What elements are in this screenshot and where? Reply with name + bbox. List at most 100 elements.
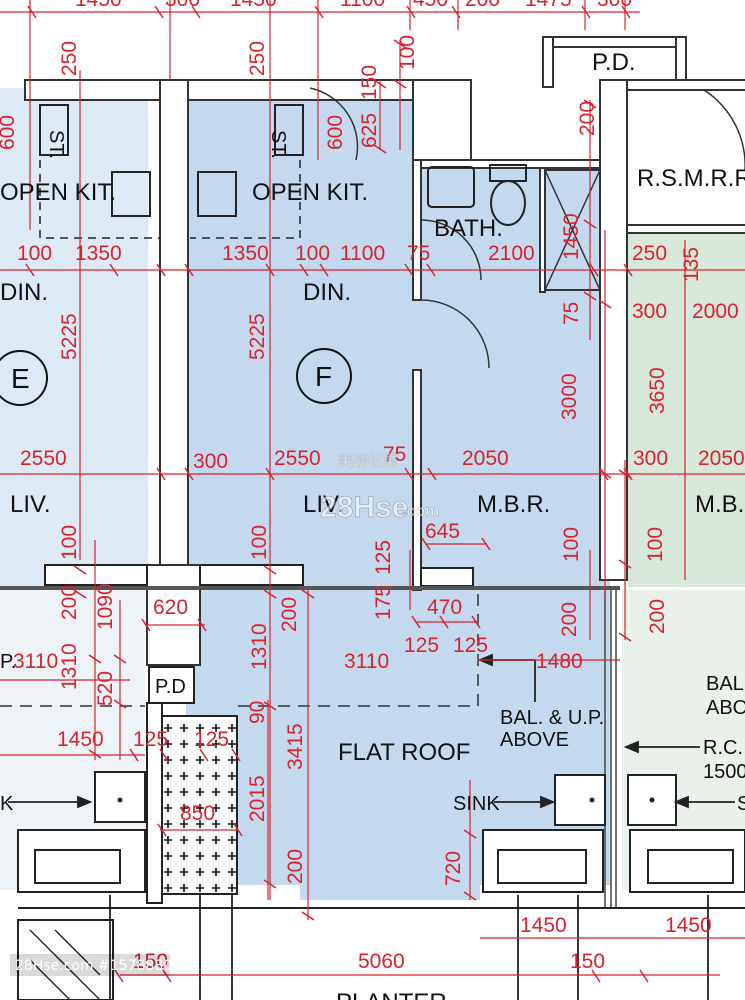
shower-box <box>544 169 601 291</box>
dim-h-250: 250 <box>632 242 667 265</box>
dim-h-620: 620 <box>153 596 188 619</box>
room-label-st-center: ST. <box>267 130 289 159</box>
dim-h-150-b: 150 <box>570 950 605 973</box>
dim-v-200-a: 200 <box>58 585 81 620</box>
room-label-din-left: DIN. <box>0 279 48 306</box>
center-slab-line <box>0 586 620 590</box>
room-label-bal-up-2: ABOVE <box>500 729 569 751</box>
dim-v-3415: 3415 <box>284 723 307 770</box>
unit-marker-e: E <box>11 363 30 394</box>
dim-v-125: 125 <box>372 540 395 575</box>
dim-h-1450-l: 1450 <box>57 728 104 751</box>
dim-v-5225-a: 5225 <box>58 313 81 360</box>
dim-h-2050-a: 2050 <box>462 447 509 470</box>
dim-h-2050-b: 2050 <box>698 447 745 470</box>
dim-h-125-c: 125 <box>133 728 168 751</box>
dim-h-1450-b1: 1450 <box>520 914 567 937</box>
dim-v-250-a: 250 <box>58 41 81 76</box>
dim-h-2550-a: 2550 <box>20 447 67 470</box>
windows <box>44 564 474 587</box>
dim-top-200: 200 <box>465 0 500 11</box>
dim-v-1310-b: 1310 <box>248 623 271 670</box>
bath-fixtures <box>427 164 527 226</box>
room-label-bath: BATH. <box>434 215 503 242</box>
dim-v-1310-a: 1310 <box>58 643 81 690</box>
dim-h-1350-a: 1350 <box>75 242 122 265</box>
dim-top-1100: 1100 <box>340 0 385 11</box>
dim-v-1090: 1090 <box>94 583 117 630</box>
room-label-rsmrr: R.S.M.R.R. <box>637 165 745 192</box>
dim-h-5060: 5060 <box>358 950 405 973</box>
room-label-st-left: ST. <box>45 130 67 159</box>
glazing-line <box>604 590 617 908</box>
dim-v-150: 150 <box>358 65 381 100</box>
room-label-flat-roof: FLAT ROOF <box>338 739 470 766</box>
room-label-sink-center: SINK <box>453 793 500 815</box>
dim-h-1350-b: 1350 <box>222 242 269 265</box>
dim-top-1450-a: 1450 <box>75 0 122 11</box>
dimension-lines <box>0 0 745 976</box>
dim-h-2100: 2100 <box>488 242 535 265</box>
kitchen-counter-dashed <box>39 160 301 239</box>
dim-v-600-a: 600 <box>0 115 19 150</box>
dim-h-150-a: 150 <box>133 950 168 973</box>
dim-h-125-b: 125 <box>453 634 488 657</box>
room-label-bal-right-1: BAL. <box>706 673 745 695</box>
dim-h-470: 470 <box>427 596 462 619</box>
room-label-mbr-right: M.B.R. <box>695 491 745 518</box>
dim-v-600-b: 600 <box>324 115 347 150</box>
watermark-dotcom: .com <box>402 503 439 520</box>
dim-v-75: 75 <box>560 302 583 325</box>
watermark-cn: 美聯物業 <box>338 452 398 470</box>
dim-v-100-r2: 100 <box>644 527 667 562</box>
dim-v-200-e: 200 <box>284 849 307 884</box>
room-label-p-left: P. <box>0 651 16 673</box>
dim-top-300-a: 300 <box>165 0 200 11</box>
dim-h-645: 645 <box>425 520 460 543</box>
dim-v-2015: 2015 <box>246 775 269 822</box>
dim-top-300-b: 300 <box>597 0 632 11</box>
dim-v-200-b: 200 <box>278 597 301 632</box>
dim-h-1480: 1480 <box>536 650 583 673</box>
dim-v-100-top: 100 <box>396 35 419 70</box>
dim-h-1100: 1100 <box>340 242 385 265</box>
kitchen-fixtures <box>39 104 304 217</box>
dim-v-1450: 1450 <box>560 213 583 260</box>
dim-h-1450-b2: 1450 <box>665 914 712 937</box>
dim-v-200-d: 200 <box>646 599 669 634</box>
dim-h-125-d: 125 <box>194 728 229 751</box>
room-label-din-center: DIN. <box>303 279 351 306</box>
room-label-rc-2: 1500H <box>703 761 745 783</box>
dim-v-100-r1: 100 <box>560 527 583 562</box>
dim-h-2000: 2000 <box>692 300 739 323</box>
dim-v-3000: 3000 <box>558 373 581 420</box>
unit-f-fill <box>186 90 610 900</box>
dim-v-250-b: 250 <box>246 41 269 76</box>
dim-h-2550-b: 2550 <box>274 447 321 470</box>
dim-v-100-c: 100 <box>248 525 271 560</box>
dim-v-520: 520 <box>94 671 117 706</box>
room-label-liv-center: LIV. <box>303 491 344 518</box>
unit-marker-f: F <box>315 361 332 392</box>
dim-v-200-c: 200 <box>558 602 581 637</box>
room-label-planter: PLANTER <box>336 989 447 1000</box>
room-label-open-kit-left: OPEN KIT. <box>0 179 116 206</box>
room-label-bal-up-1: BAL. & U.P. <box>500 707 604 729</box>
dim-top-450: 450 <box>413 0 448 11</box>
dim-h-300-d: 300 <box>633 447 668 470</box>
dim-h-75-b: 75 <box>383 443 406 466</box>
room-label-rc-1: R.C. F <box>703 737 745 759</box>
neighbor-unit-right-fill <box>628 232 745 587</box>
dim-top-1450-b: 1450 <box>230 0 277 11</box>
dim-v-100-l: 100 <box>58 525 81 560</box>
dim-h-300-c: 300 <box>193 450 228 473</box>
dim-h-125-a: 125 <box>404 634 439 657</box>
dim-h-3110-b: 3110 <box>344 650 389 673</box>
dimension-ticks <box>25 5 649 983</box>
dim-v-200-top: 200 <box>576 101 599 136</box>
unit-marker-f-circle <box>296 348 352 404</box>
dim-v-720: 720 <box>442 851 465 886</box>
room-label-pd-flat: P.D <box>155 676 186 698</box>
dim-top-1475: 1475 <box>525 0 572 11</box>
